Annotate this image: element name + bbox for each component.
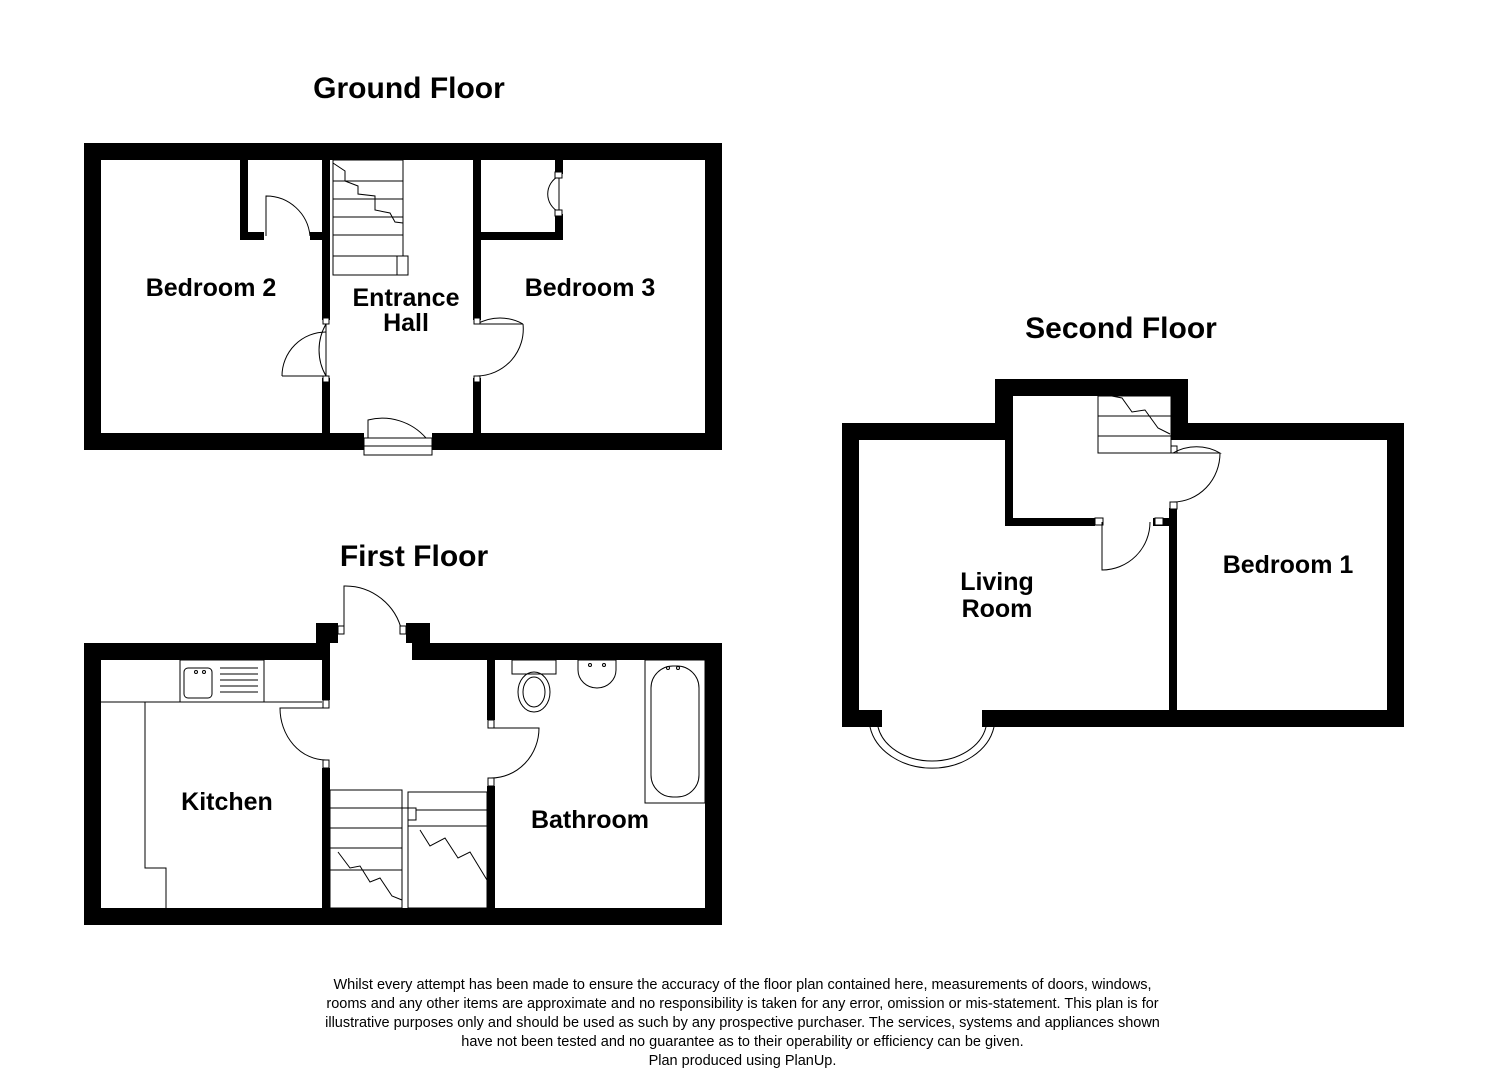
room-label-entrance: Entrance (353, 284, 460, 312)
ground-staircase (332, 159, 409, 276)
room-label-bathroom: Bathroom (531, 806, 649, 834)
room-label-living: Living (960, 568, 1034, 596)
second-floor-title: Second Floor (1025, 312, 1217, 345)
disclaimer-line: rooms and any other items are approximat… (326, 996, 1159, 1012)
room-label-hall: Hall (383, 309, 429, 337)
second-floor: Second Floor (842, 312, 1404, 769)
room-label-kitchen: Kitchen (181, 788, 273, 816)
disclaimer-line: illustrative purposes only and should be… (325, 1015, 1160, 1031)
disclaimer: Whilst every attempt has been made to en… (240, 976, 1245, 1071)
kitchen-units (101, 659, 322, 908)
bathroom-fixtures (511, 659, 706, 804)
first-floor-title: First Floor (340, 540, 489, 573)
room-label-bedroom-3: Bedroom 3 (525, 274, 656, 302)
room-label-bedroom-2: Bedroom 2 (146, 274, 277, 302)
disclaimer-line: have not been tested and no guarantee as… (461, 1034, 1024, 1050)
first-staircase (329, 789, 488, 909)
ground-floor: Ground Floor (84, 72, 722, 456)
disclaimer-line: Plan produced using PlanUp. (648, 1053, 837, 1069)
second-staircase (1097, 382, 1172, 454)
room-label-room: Room (962, 595, 1033, 623)
first-floor: First Floor (84, 540, 722, 925)
disclaimer-line: Whilst every attempt has been made to en… (333, 977, 1152, 993)
room-label-bedroom-1: Bedroom 1 (1223, 551, 1354, 579)
ground-floor-title: Ground Floor (313, 72, 505, 105)
